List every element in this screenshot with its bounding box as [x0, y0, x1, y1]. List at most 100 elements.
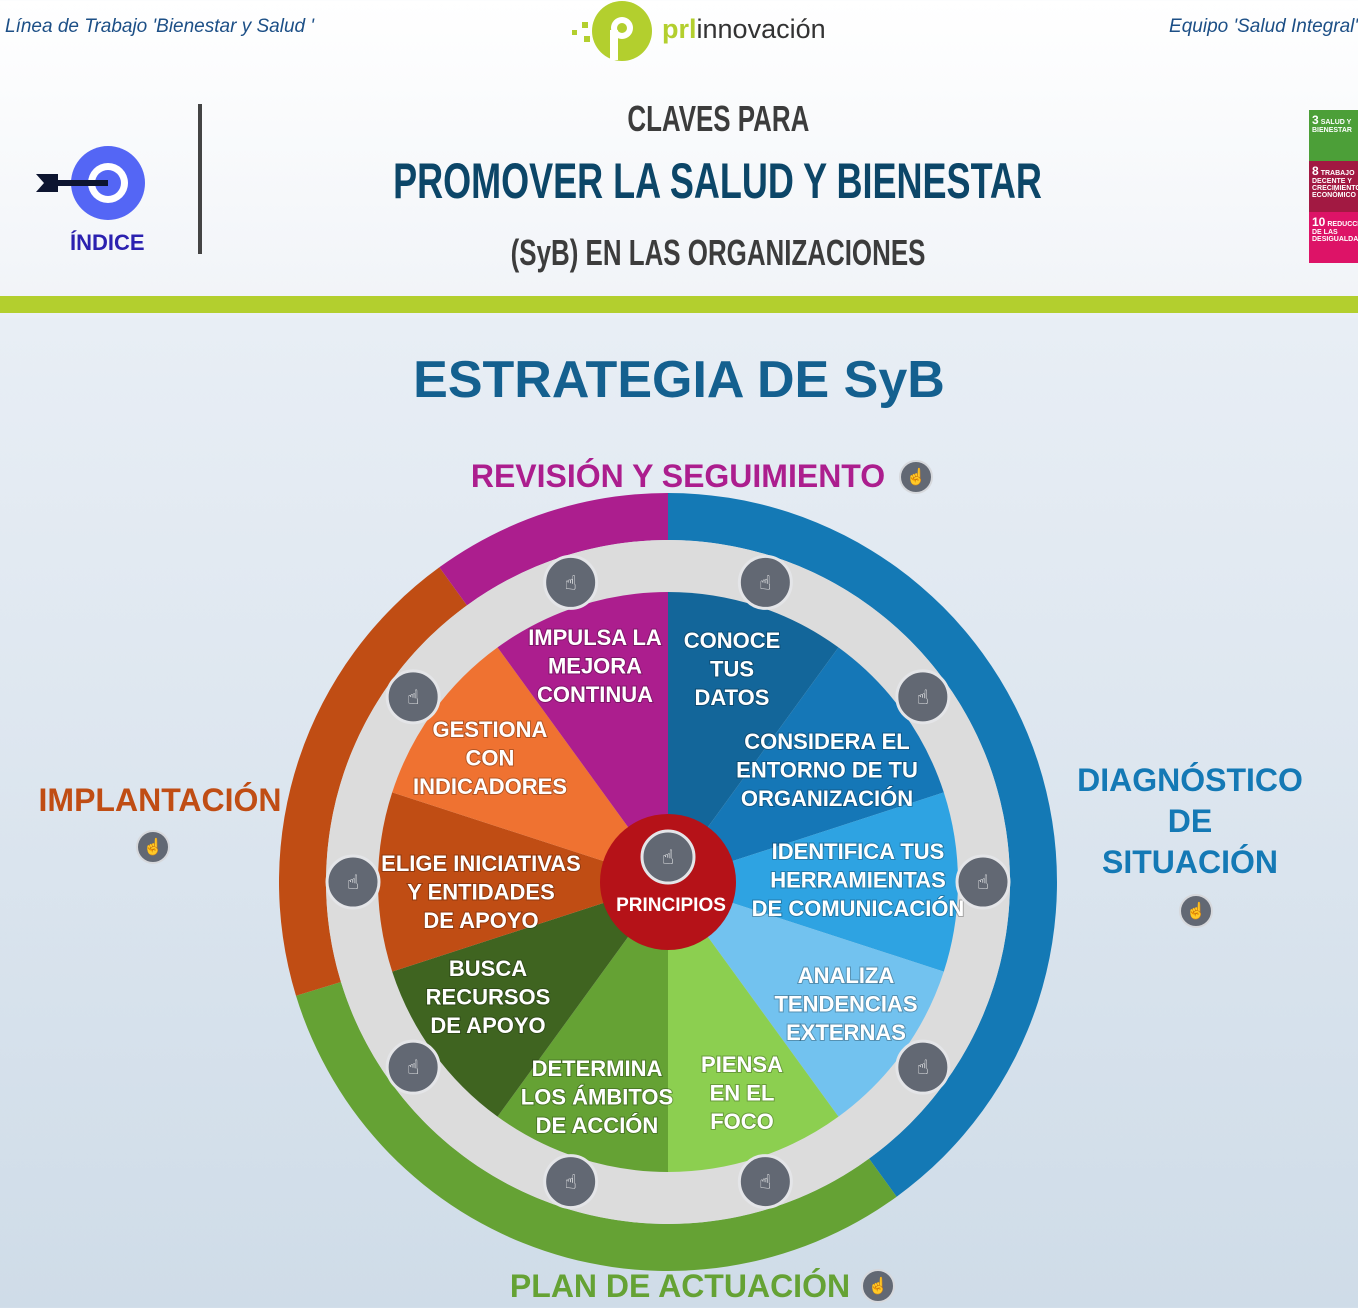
slice-label-line: DE APOYO — [423, 908, 538, 933]
slice-label-line: HERRAMIENTAS — [770, 868, 946, 893]
diagnostico-line: SITUACIÓN — [1102, 844, 1278, 880]
slice-label-line: EXTERNAS — [786, 1020, 906, 1045]
phase-plan-label: PLAN DE ACTUACIÓN — [509, 1268, 851, 1304]
slice-info-button[interactable]: ☝ — [385, 1039, 441, 1095]
outer-ring-diagnostico — [668, 493, 1057, 1197]
slice-4[interactable] — [668, 882, 839, 1172]
slice-label-line: ANALIZA — [798, 963, 895, 988]
sdg-label: TRABAJO DECENTE Y CRECIMIENTO ECONÓMICO — [1312, 170, 1358, 199]
phase-implantacion-label: IMPLANTACIÓN — [38, 782, 282, 818]
implantacion-info-button[interactable]: ☝ — [136, 830, 170, 864]
button-bg — [543, 1154, 599, 1210]
slice-label-line: ORGANIZACIÓN — [741, 786, 913, 811]
claves-text: CLAVES PARA — [627, 98, 809, 139]
sdg-label: REDUCCIÓN DE LAS DESIGUALDADES — [1312, 221, 1358, 243]
slice-info-button[interactable]: ☝ — [955, 854, 1011, 910]
outer-ring-plan — [295, 981, 897, 1271]
diagnostico-info-button[interactable]: ☝ — [1179, 894, 1213, 928]
hand-pointer-icon: ☝ — [977, 870, 989, 894]
slice-label-line: IDENTIFICA TUS — [772, 839, 945, 864]
sdg-10-badge: 10REDUCCIÓN DE LAS DESIGUALDADES — [1309, 212, 1358, 263]
button-bg — [737, 554, 793, 610]
button-bg — [895, 669, 951, 725]
slice-5[interactable] — [497, 882, 668, 1172]
index-button[interactable]: ÍNDICE — [36, 146, 186, 258]
slice-label-line: DE COMUNICACIÓN — [752, 896, 965, 921]
phase-revision-label: REVISIÓN Y SEGUIMIENTO — [470, 458, 886, 494]
hand-pointer-icon: ☝ — [662, 845, 674, 869]
slice-info-button[interactable]: ☝ — [895, 1039, 951, 1095]
hand-pointer-icon: ☝ — [347, 870, 359, 894]
outer-ring-implantacion — [278, 567, 467, 996]
hand-pointer-icon: ☝ — [917, 1055, 929, 1079]
slice-label-line: FOCO — [710, 1109, 774, 1134]
slice-info-button[interactable]: ☝ — [325, 854, 381, 910]
slice-label: PIENSA EN EL FOCO — [701, 1052, 783, 1134]
slice-info-button[interactable]: ☝ — [737, 554, 793, 610]
logo-innovacion: innovación — [696, 14, 826, 44]
slice-label: ANALIZA TENDENCIAS EXTERNAS — [774, 963, 917, 1045]
phase-diagnostico-label: DIAGNÓSTICO DE SITUACIÓN — [1070, 760, 1310, 883]
button-bg — [737, 1154, 793, 1210]
slice-label-line: DE ACCIÓN — [536, 1113, 659, 1138]
hand-pointer-icon: ☝ — [759, 570, 771, 594]
slice-label-line: BUSCA — [449, 956, 527, 981]
slice-info-button[interactable]: ☝ — [895, 669, 951, 725]
hand-pointer-icon: ☝ — [407, 685, 419, 709]
page-title: PROMOVER LA SALUD Y BIENESTAR — [0, 152, 1358, 210]
slice-info-button[interactable]: ☝ — [543, 554, 599, 610]
slice-3[interactable] — [668, 882, 944, 1117]
hand-pointer-icon: ☝ — [917, 685, 929, 709]
sdg-number: 3 — [1312, 113, 1319, 127]
principios-label: PRINCIPIOS — [616, 895, 726, 916]
hand-pointer-icon: ☝ — [565, 570, 577, 594]
slice-8[interactable] — [392, 647, 668, 882]
slice-label-line: CON — [466, 746, 515, 771]
slice-info-button[interactable]: ☝ — [385, 669, 441, 725]
slice-label-line: Y ENTIDADES — [407, 880, 555, 905]
index-label: ÍNDICE — [70, 230, 145, 255]
button-bg — [640, 829, 696, 885]
slice-label-line: PIENSA — [701, 1052, 783, 1077]
prlinnovacion-logo: prlinnovación — [570, 0, 840, 64]
slice-2[interactable] — [668, 792, 958, 972]
button-bg — [385, 669, 441, 725]
revision-info-button[interactable]: ☝ — [899, 460, 933, 494]
hand-pointer-icon: ☝ — [143, 839, 163, 856]
hand-pointer-icon: ☝ — [868, 1278, 888, 1295]
slice-info-button[interactable]: ☝ — [737, 1154, 793, 1210]
team-note: Equipo 'Salud Integral' — [1169, 16, 1358, 37]
slice-6[interactable] — [392, 882, 668, 1117]
hand-pointer-icon: ☝ — [1186, 903, 1206, 920]
header-claves: CLAVES PARA — [0, 98, 1358, 140]
hand-pointer-icon: ☝ — [906, 469, 926, 486]
slice-label-line: TENDENCIAS — [774, 992, 917, 1017]
slice-label-line: EN EL — [710, 1081, 775, 1106]
principios-info-button[interactable]: ☝ — [640, 829, 696, 885]
slice-7[interactable] — [377, 792, 668, 972]
slice-label-line: GESTIONA — [433, 717, 548, 742]
header-divider — [198, 104, 202, 254]
slice-1[interactable] — [668, 647, 944, 882]
hand-pointer-icon: ☝ — [407, 1055, 419, 1079]
logo-mark-icon — [572, 1, 652, 61]
plan-info-button[interactable]: ☝ — [861, 1269, 895, 1303]
sdg-number: 8 — [1312, 164, 1319, 178]
target-icon — [36, 146, 145, 220]
button-bg — [385, 1039, 441, 1095]
slice-label-line: ENTORNO DE TU — [736, 758, 918, 783]
diagnostico-line: DE — [1167, 803, 1213, 839]
slice-0[interactable] — [668, 592, 839, 882]
slice-9[interactable] — [497, 592, 668, 882]
slice-label: IDENTIFICA TUS HERRAMIENTAS DE COMUNICACIÓ… — [752, 839, 965, 921]
slice-label-line: LOS ÁMBITOS — [521, 1085, 673, 1110]
slice-info-button[interactable]: ☝ — [543, 1154, 599, 1210]
header-separator-bar — [0, 296, 1358, 313]
slice-label-line: TUS — [710, 657, 754, 682]
